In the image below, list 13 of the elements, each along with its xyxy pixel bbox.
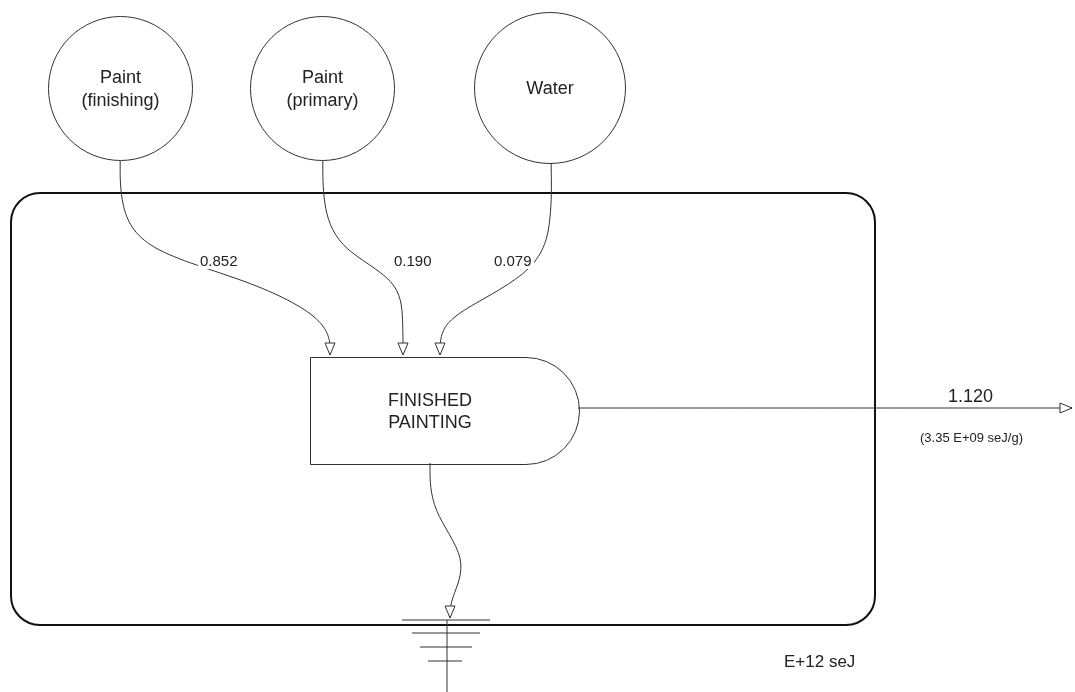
arrow: [322, 160, 409, 356]
node-label: Paint (primary): [285, 66, 360, 111]
arrow: [429, 462, 462, 619]
arrow: [577, 402, 1073, 414]
process-shape: [310, 357, 580, 465]
node-label: Paint (finishing): [80, 66, 161, 111]
system-boundary: [10, 192, 876, 626]
arrow: [119, 160, 336, 356]
unit-label: (3.35 E+09 seJ/g): [918, 430, 1025, 445]
heat-sink-symbol: [400, 618, 492, 692]
arrow: [434, 163, 552, 356]
node-label: Water: [526, 76, 574, 100]
node-label: FINISHED PAINTING: [387, 388, 473, 434]
